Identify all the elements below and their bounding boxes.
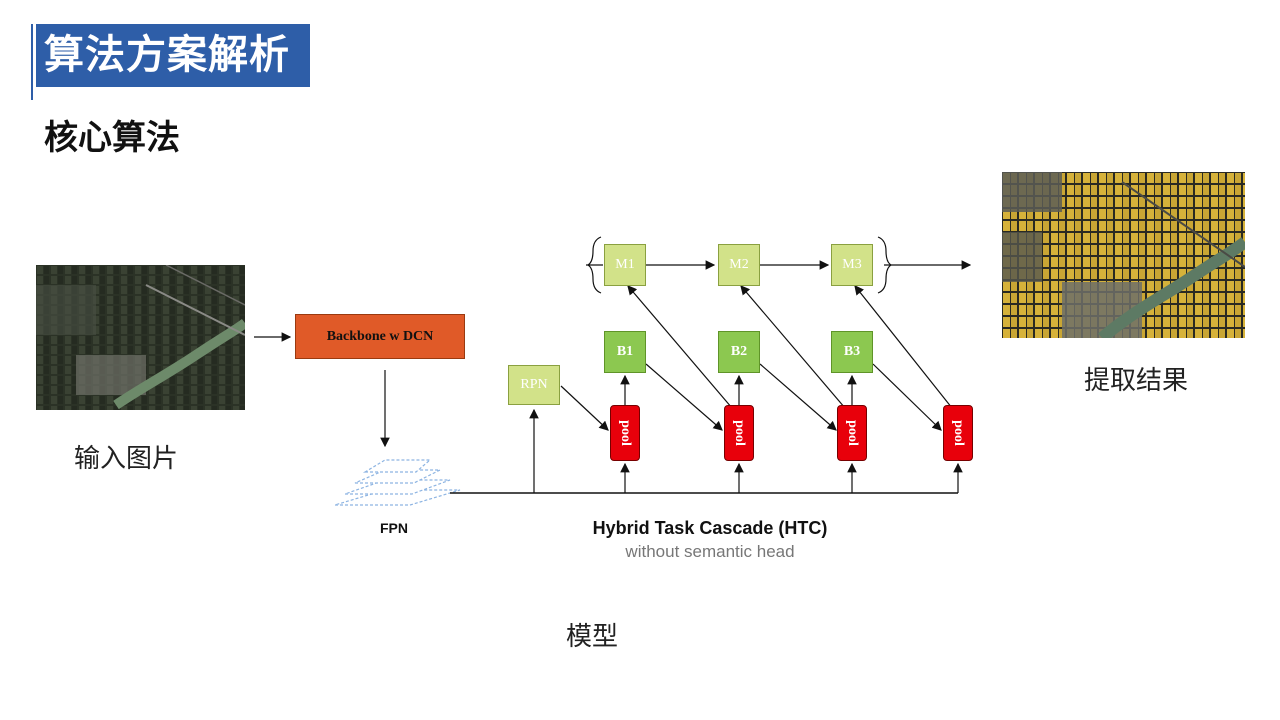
- box-head-3: B3: [831, 331, 873, 373]
- backbone-block: Backbone w DCN: [295, 314, 465, 359]
- box-head-2: B2: [718, 331, 760, 373]
- mask-head-2: M2: [718, 244, 760, 286]
- right-brace-icon: [877, 236, 893, 294]
- mask-head-3: M3: [831, 244, 873, 286]
- pool-block-2: pool: [724, 405, 754, 461]
- htc-subtitle: without semantic head: [625, 542, 795, 561]
- output-caption: 提取结果: [1084, 366, 1189, 396]
- pool-block-1: pool: [610, 405, 640, 461]
- fpn-pyramid-icon: [334, 459, 461, 506]
- box-head-1: B1: [604, 331, 646, 373]
- rpn-block: RPN: [508, 365, 560, 405]
- pool-block-4: pool: [943, 405, 973, 461]
- pool-block-3: pool: [837, 405, 867, 461]
- htc-title: Hybrid Task Cascade (HTC): [592, 518, 828, 538]
- pool-label: pool: [618, 420, 633, 446]
- fpn-label: FPN: [380, 520, 408, 536]
- title-accent-line: [31, 24, 33, 100]
- input-caption: 输入图片: [74, 444, 179, 474]
- model-caption: 模型: [566, 622, 619, 652]
- slide-title: 算法方案解析: [36, 24, 310, 87]
- mask-head-1: M1: [604, 244, 646, 286]
- input-aerial-image: [36, 265, 245, 410]
- left-brace-icon: [586, 236, 602, 294]
- output-result-image: [1002, 172, 1245, 338]
- pool-label: pool: [951, 420, 966, 446]
- pool-label: pool: [732, 420, 747, 446]
- pool-label: pool: [845, 420, 860, 446]
- section-subtitle: 核心算法: [44, 118, 180, 158]
